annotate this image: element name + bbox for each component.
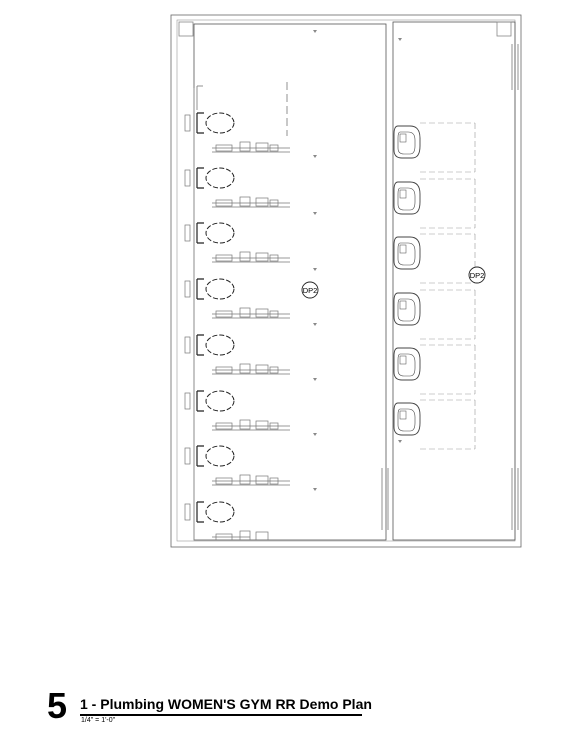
tag-dp2-left: DP2 [301,281,319,299]
lavatory [393,344,476,395]
drawing-scale: 1/4" = 1'-0" [81,717,116,724]
water-closet [184,222,290,263]
lavatory [393,399,476,450]
water-closet [184,501,269,541]
lavatory-group [393,122,476,450]
tag-label: DP2 [470,271,485,280]
ceiling-marks [313,30,402,491]
tag-label: DP2 [303,286,318,295]
title-underline [80,714,362,716]
water-closet-group [184,112,290,541]
drawing-title: 1 - Plumbing WOMEN'S GYM RR Demo Plan [80,696,372,712]
water-closet [184,112,290,153]
lavatory [393,289,476,340]
water-closet [184,334,290,375]
water-closet [184,445,290,486]
drawing-number: 5 [47,685,68,726]
room-left [193,23,387,541]
lavatory [393,178,476,229]
pilaster [496,21,512,37]
water-closet [184,390,290,431]
water-closet [184,167,290,208]
room-right [392,21,516,541]
lavatory [393,233,476,284]
water-closet [184,278,290,319]
tag-dp2-right: DP2 [468,266,486,284]
pilaster [178,21,194,37]
outer-wall [170,14,522,548]
lavatory [393,122,476,173]
